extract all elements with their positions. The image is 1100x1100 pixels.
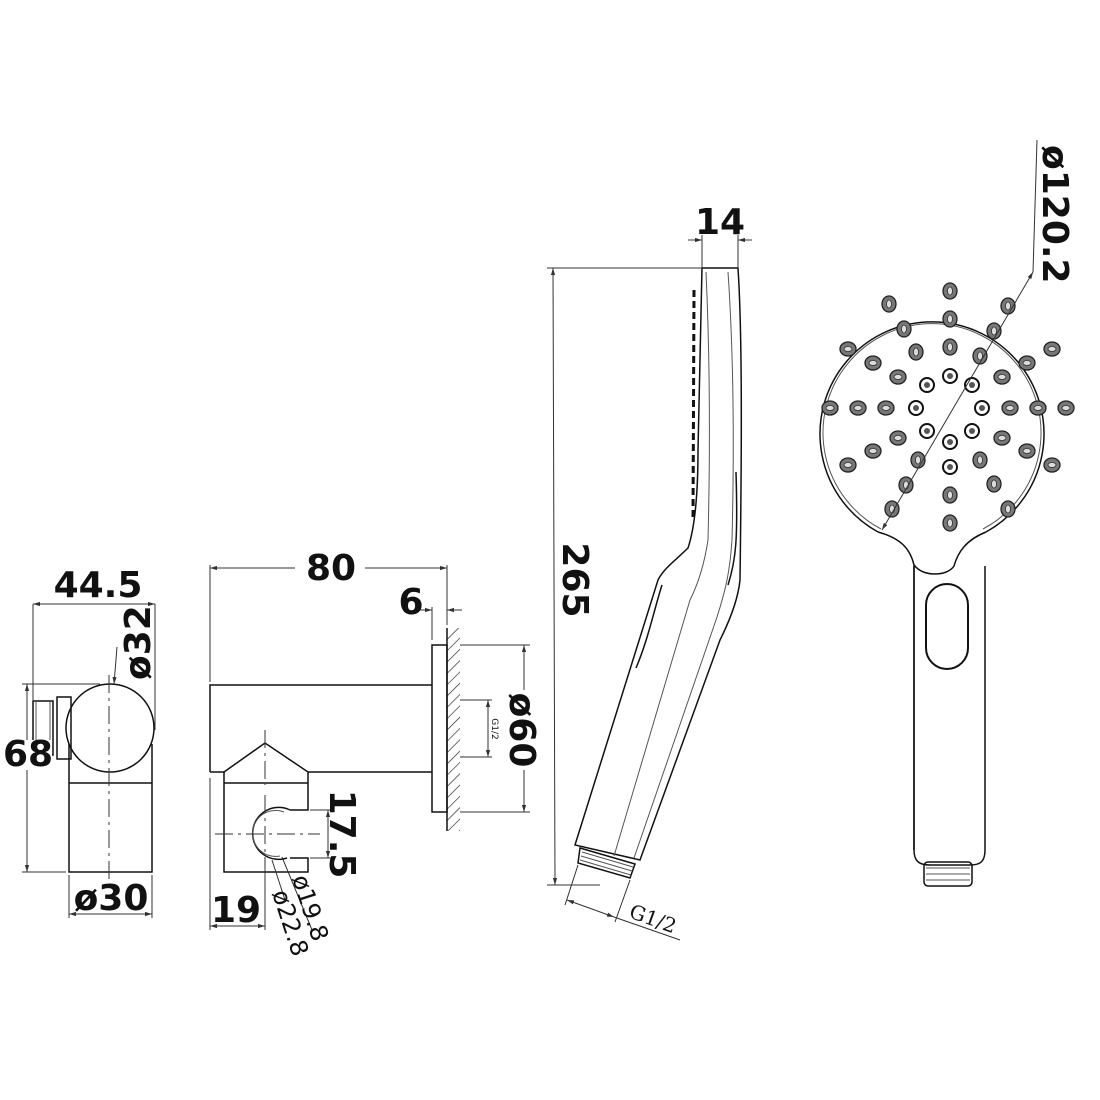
wall-flange xyxy=(431,644,448,813)
handset-body xyxy=(574,267,743,861)
spray-nozzles xyxy=(821,282,1075,532)
handset-front-view: ø120.2 xyxy=(819,139,1075,887)
handset-side-view: 14 265 G1/2 xyxy=(547,202,752,941)
outlet-arm xyxy=(209,684,432,773)
dim-thickness-label: 14 xyxy=(695,202,745,243)
dim-base-diameter-label: ø30 xyxy=(74,878,149,919)
dim-flange-thread-label: G1/2 xyxy=(489,718,499,739)
handset-thread xyxy=(577,847,636,879)
bracket-side-view: 44.5 ø32 68 ø30 xyxy=(2,565,159,919)
dim-ball-diameter-label: ø32 xyxy=(118,605,159,680)
dim-offset-label: 19 xyxy=(211,890,261,931)
dim-head-diameter-label: ø120.2 xyxy=(1034,145,1075,284)
dim-slot-width-label: 17.5 xyxy=(321,790,362,879)
dim-flange-diameter-label: ø60 xyxy=(501,693,542,768)
dim-length-label: 80 xyxy=(306,548,356,589)
dim-length-label: 265 xyxy=(554,542,595,617)
ball-joint xyxy=(65,683,155,773)
mode-button[interactable] xyxy=(925,583,969,670)
wall-hatch xyxy=(447,628,460,831)
handset-connector xyxy=(923,861,973,887)
dim-flange-thickness-label: 6 xyxy=(398,582,423,623)
nozzle-ridge xyxy=(691,289,696,521)
dim-handset-thread-label: G1/2 xyxy=(626,899,679,938)
dim-width-label: 44.5 xyxy=(54,565,143,606)
holder-top xyxy=(223,742,309,811)
bracket-front-view: 80 6 ø60 G1/2 17.5 19 ø19.8 ø22.8 xyxy=(209,545,542,960)
holder-cradle xyxy=(251,806,291,861)
nipple-collar xyxy=(56,696,72,760)
dim-height-label: 68 xyxy=(3,734,53,775)
